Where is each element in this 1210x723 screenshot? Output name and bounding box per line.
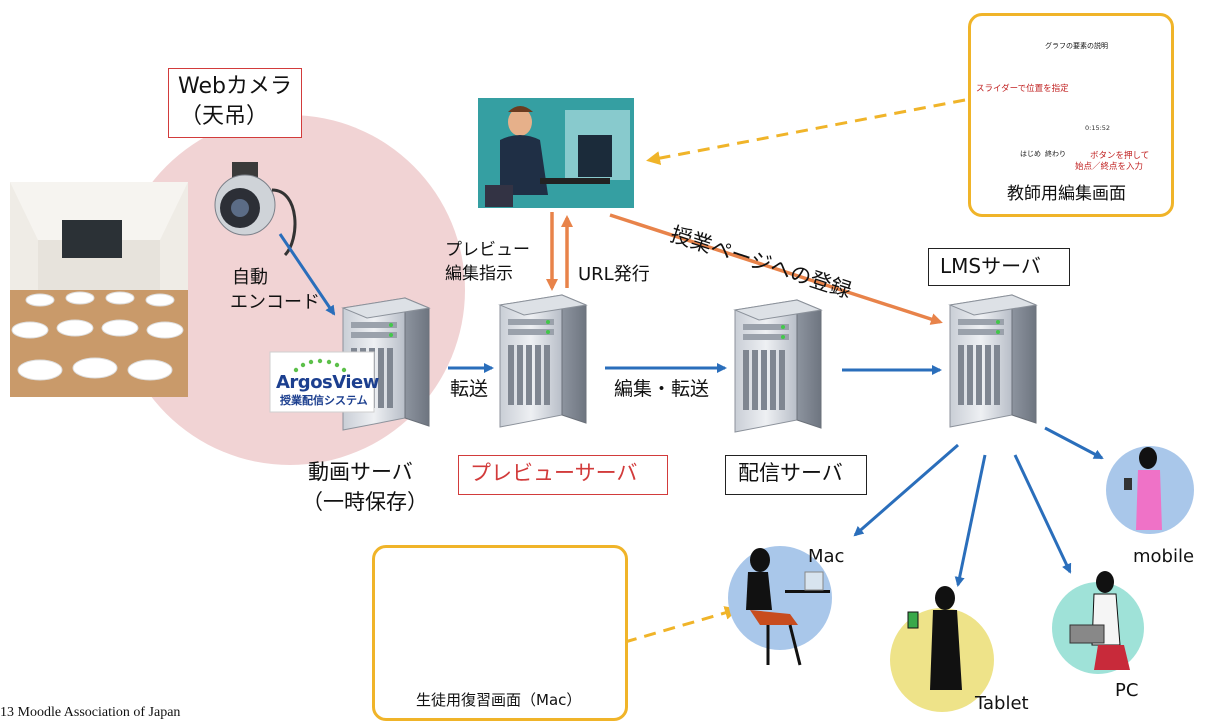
delivery-server-name: 配信サーバ (738, 461, 843, 485)
url-issue-label: URL発行 (578, 264, 650, 285)
edit-transfer-label: 編集・転送 (614, 378, 710, 400)
mobile-user-figure (1106, 446, 1194, 534)
mac-user-figure (728, 546, 832, 666)
delivery-server-label-box (725, 455, 867, 495)
student-review-frame (372, 545, 628, 721)
classroom-photo (10, 182, 188, 397)
orange-flow-arrows (546, 212, 943, 325)
player-time: 0:15:52 (1085, 124, 1111, 132)
webcam-label-box (168, 68, 302, 138)
video-server-note: （一時保存） (302, 490, 428, 514)
slider-note: スライダーで位置を指定 (976, 84, 1069, 94)
blue-flow-arrows (278, 233, 1104, 587)
auto-encode-line2: エンコード (230, 292, 320, 313)
logo-subtitle: 授業配信システム (280, 394, 368, 407)
device-pc-label: PC (1115, 680, 1139, 701)
device-mobile-label: mobile (1133, 546, 1195, 567)
preview-instruction-line1: プレビュー (445, 240, 530, 260)
pc-user-figure (1052, 571, 1144, 674)
webcam-label-line1: Webカメラ (178, 74, 292, 99)
slide-title: グラフの要素の説明 (1045, 42, 1108, 50)
web-camera-icon (214, 162, 297, 257)
start-label: はじめ (1020, 150, 1041, 158)
yellow-dashed-arrows (624, 98, 966, 644)
transfer-label: 転送 (450, 378, 489, 400)
preview-server-icon (499, 294, 587, 428)
button-note-line2: 始点／終点を入力 (1075, 162, 1144, 172)
lms-server-name: LMSサーバ (940, 254, 1041, 278)
auto-encode-line1: 自動 (232, 267, 268, 288)
lms-server-icon (949, 294, 1037, 428)
video-server-name: 動画サーバ (308, 460, 413, 484)
delivery-server-icon (734, 299, 822, 433)
student-review-caption: 生徒用復習画面（Mac） (416, 691, 582, 709)
footer-copyright: 13 Moodle Association of Japan (0, 705, 181, 720)
device-mac-label: Mac (808, 546, 845, 567)
teacher-editor-caption: 教師用編集画面 (1007, 184, 1126, 204)
preview-server-name: プレビューサーバ (470, 461, 638, 485)
button-note-line1: ボタンを押して (1090, 151, 1150, 161)
webcam-label-line2: （天吊） (180, 104, 269, 129)
lms-server-label-box (928, 248, 1070, 286)
device-tablet-label: Tablet (975, 693, 1029, 714)
preview-server-label-box (458, 455, 668, 495)
logo-brand: ArgosView (276, 372, 379, 393)
argosview-logo (269, 351, 375, 413)
end-label: 終わり (1045, 150, 1066, 158)
teacher-editor-frame (968, 13, 1174, 217)
preview-instruction-line2: 編集指示 (445, 264, 513, 284)
tablet-user-figure (890, 586, 994, 712)
teacher-photo (478, 98, 634, 208)
